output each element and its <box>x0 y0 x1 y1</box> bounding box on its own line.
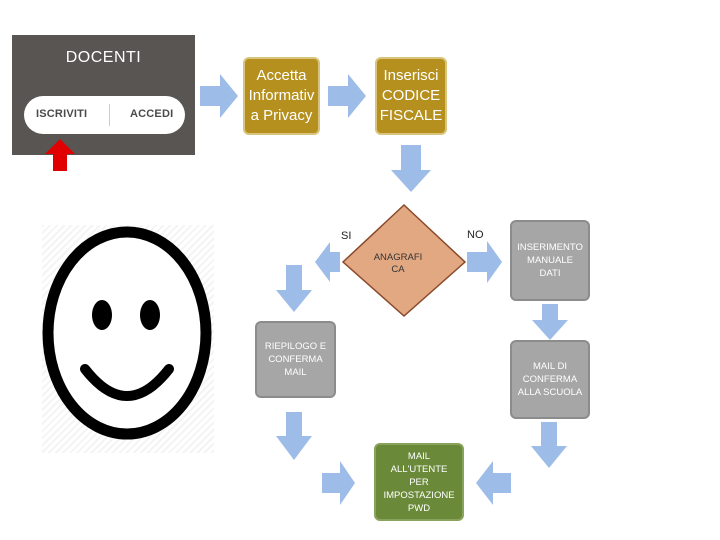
login-button[interactable]: ACCEDI <box>130 108 174 120</box>
step-summary-confirm-mail: RIEPILOGO E CONFERMA MAIL <box>255 321 336 398</box>
branch-yes-label: SI <box>341 230 352 242</box>
login-panel: DOCENTI ISCRIVITI ACCEDI <box>12 35 195 155</box>
decision-registry-label: ANAGRAFI CA <box>373 252 423 275</box>
arrow-down-left-2 <box>276 412 312 460</box>
arrow-right-no <box>467 241 502 283</box>
red-up-arrow-icon <box>45 139 75 171</box>
register-button[interactable]: ISCRIVITI <box>36 108 88 120</box>
login-button-group: ISCRIVITI ACCEDI <box>24 96 185 134</box>
arrow-right-bottom <box>322 461 355 505</box>
smiley-face-icon <box>42 226 212 440</box>
arrow-left-bottom <box>476 461 511 505</box>
arrow-down-right-1 <box>532 304 568 340</box>
login-title: DOCENTI <box>65 49 142 66</box>
arrow-down-left-1 <box>276 265 312 312</box>
arrow-left-si <box>315 242 340 282</box>
step-enter-tax-code: Inserisci CODICE FISCALE <box>375 57 447 135</box>
step-school-confirmation-mail: MAIL DI CONFERMA ALLA SCUOLA <box>510 340 590 419</box>
decision-diamond <box>341 203 467 318</box>
button-divider <box>109 104 110 126</box>
arrow-down-1 <box>391 145 431 192</box>
step-manual-entry: INSERIMENTO MANUALE DATI <box>510 220 590 301</box>
step-user-password-mail: MAIL ALL'UTENTE PER IMPOSTAZIONE PWD <box>374 443 464 521</box>
step-accept-privacy: Accetta Informativ a Privacy <box>243 57 320 135</box>
arrow-right-2 <box>328 74 366 118</box>
arrow-right-1 <box>200 74 238 118</box>
branch-no-label: NO <box>467 229 484 241</box>
arrow-down-right-2 <box>531 422 567 468</box>
